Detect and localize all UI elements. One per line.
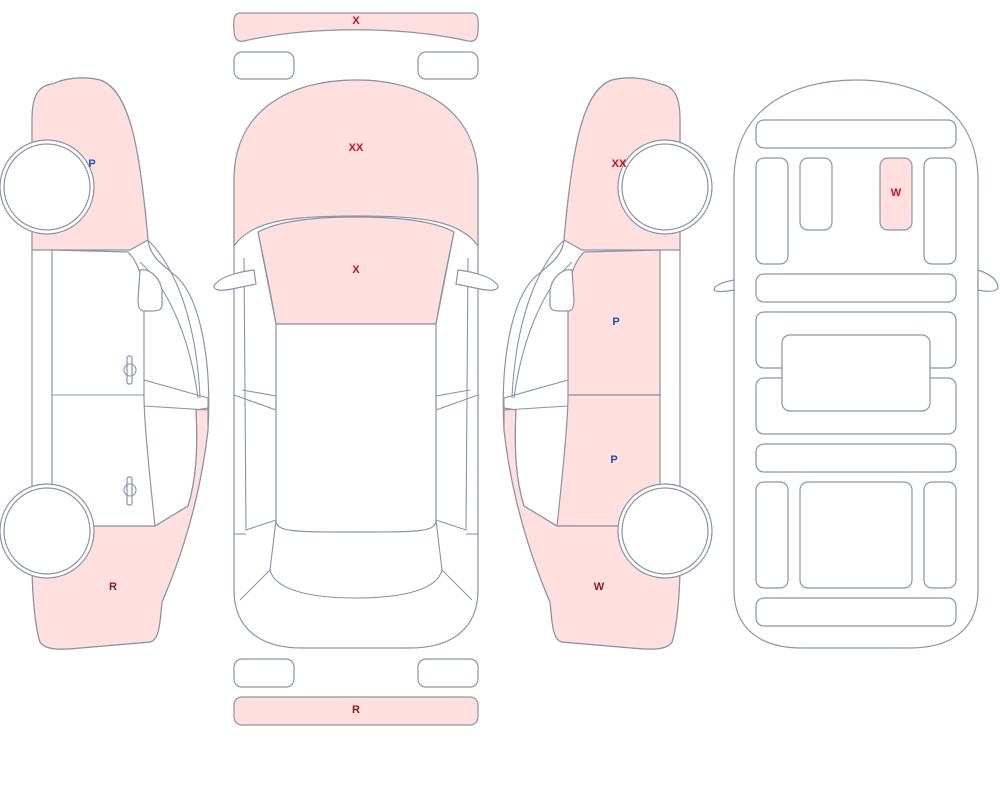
rear-bumper-label: R <box>352 704 360 716</box>
left-side-view: P R <box>0 77 210 650</box>
front-bumper-label: X <box>352 15 360 27</box>
right-side-view: XX P P W <box>502 77 713 650</box>
right-rear-quarter-label: W <box>594 581 605 593</box>
right-rear-door-label: P <box>610 454 617 466</box>
hood-label: XX <box>349 142 364 154</box>
interior-view: W <box>713 79 999 649</box>
left-front-fender-label: P <box>88 158 95 170</box>
interior-seat[interactable] <box>879 157 913 231</box>
interior-seat-label: W <box>891 187 902 199</box>
right-front-fender-label: XX <box>612 158 627 170</box>
top-view: X XX X R <box>213 12 499 726</box>
hood[interactable] <box>233 79 479 248</box>
front-bumper[interactable] <box>233 12 479 42</box>
right-front-door-label: P <box>612 316 619 328</box>
left-rear-quarter-label: R <box>109 581 117 593</box>
windshield[interactable] <box>257 216 455 325</box>
rear-bumper[interactable] <box>233 696 479 726</box>
windshield-label: X <box>352 264 360 276</box>
